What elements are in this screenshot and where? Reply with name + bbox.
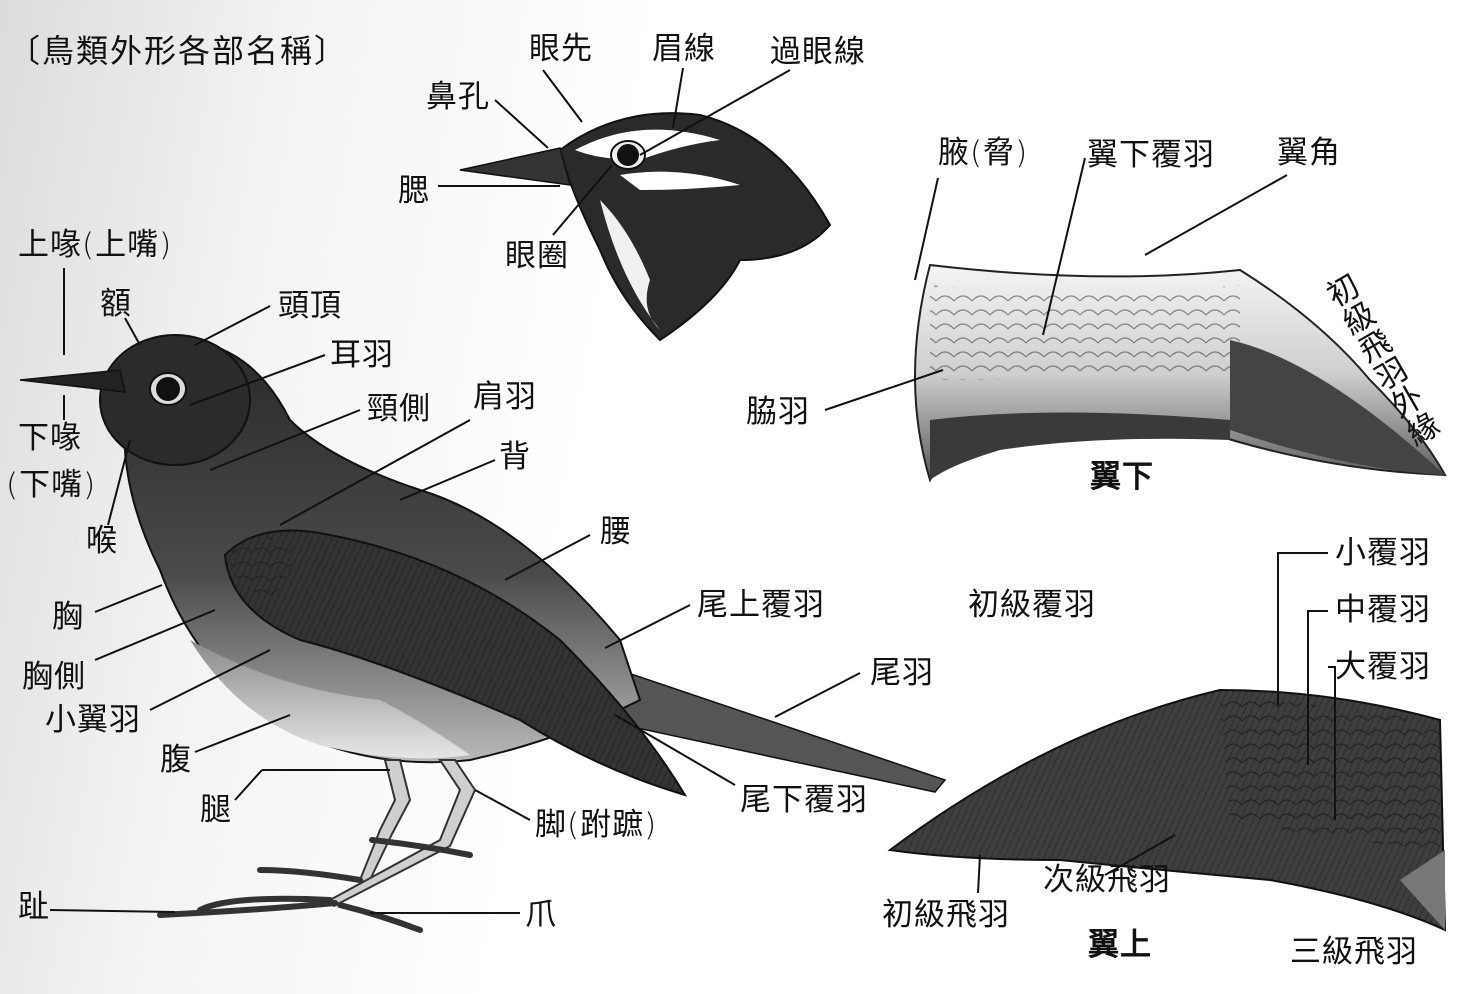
label-tertials: 三級飛羽 bbox=[1290, 937, 1418, 968]
label-flank: 脇羽 bbox=[746, 397, 810, 428]
label-primaries: 初級飛羽 bbox=[882, 900, 1010, 931]
label-back: 背 bbox=[499, 442, 531, 473]
underwing-caption: 翼下 bbox=[1090, 462, 1154, 493]
label-tarsus: 脚(跗蹠) bbox=[535, 810, 657, 841]
label-forehead: 額 bbox=[100, 289, 132, 320]
label-lores: 眼先 bbox=[529, 34, 593, 65]
label-scapulars: 肩羽 bbox=[473, 382, 537, 413]
label-crown: 頭頂 bbox=[278, 291, 342, 322]
label-wing-angle: 翼角 bbox=[1277, 138, 1341, 169]
label-breast: 胸 bbox=[52, 602, 84, 633]
label-lower-bill-1: 下喙 bbox=[18, 423, 82, 454]
diagram-title: 〔鳥類外形各部名稱〕 bbox=[8, 35, 348, 67]
label-underwing-coverts: 翼下覆羽 bbox=[1087, 140, 1215, 171]
label-greater-coverts: 大覆羽 bbox=[1335, 652, 1431, 683]
label-secondaries: 次級飛羽 bbox=[1043, 865, 1171, 896]
label-breast-side: 胸側 bbox=[22, 662, 86, 693]
label-throat: 喉 bbox=[86, 526, 118, 557]
label-thigh: 腿 bbox=[200, 795, 232, 826]
label-belly: 腹 bbox=[160, 745, 192, 776]
label-lesser-wing: 小翼羽 bbox=[45, 705, 141, 736]
upperwing-caption: 翼上 bbox=[1088, 930, 1152, 961]
head-closeup bbox=[460, 113, 830, 340]
label-eyering: 眼圈 bbox=[505, 241, 569, 272]
label-eyebrow: 眉線 bbox=[652, 34, 716, 65]
label-upper-bill: 上喙(上嘴) bbox=[18, 230, 172, 261]
label-rump: 腰 bbox=[600, 517, 632, 548]
label-claw: 爪 bbox=[525, 900, 557, 931]
label-axillaries: 腋(脅) bbox=[938, 138, 1028, 169]
label-primary-coverts: 初級覆羽 bbox=[968, 590, 1096, 621]
label-ear: 耳羽 bbox=[330, 340, 394, 371]
label-tail: 尾羽 bbox=[870, 658, 934, 689]
label-lesser-coverts: 小覆羽 bbox=[1335, 538, 1431, 569]
label-median-coverts: 中覆羽 bbox=[1335, 595, 1431, 626]
label-lower-bill-2: (下嘴) bbox=[6, 470, 96, 501]
label-gape: 腮 bbox=[398, 176, 430, 207]
label-eyeline: 過眼線 bbox=[770, 37, 866, 68]
label-uppertail-coverts: 尾上覆羽 bbox=[697, 590, 825, 621]
label-toe: 趾 bbox=[18, 892, 50, 923]
label-nostril: 鼻孔 bbox=[426, 82, 490, 113]
label-undertail-coverts: 尾下覆羽 bbox=[740, 785, 868, 816]
label-neck-side: 頸側 bbox=[367, 394, 431, 425]
